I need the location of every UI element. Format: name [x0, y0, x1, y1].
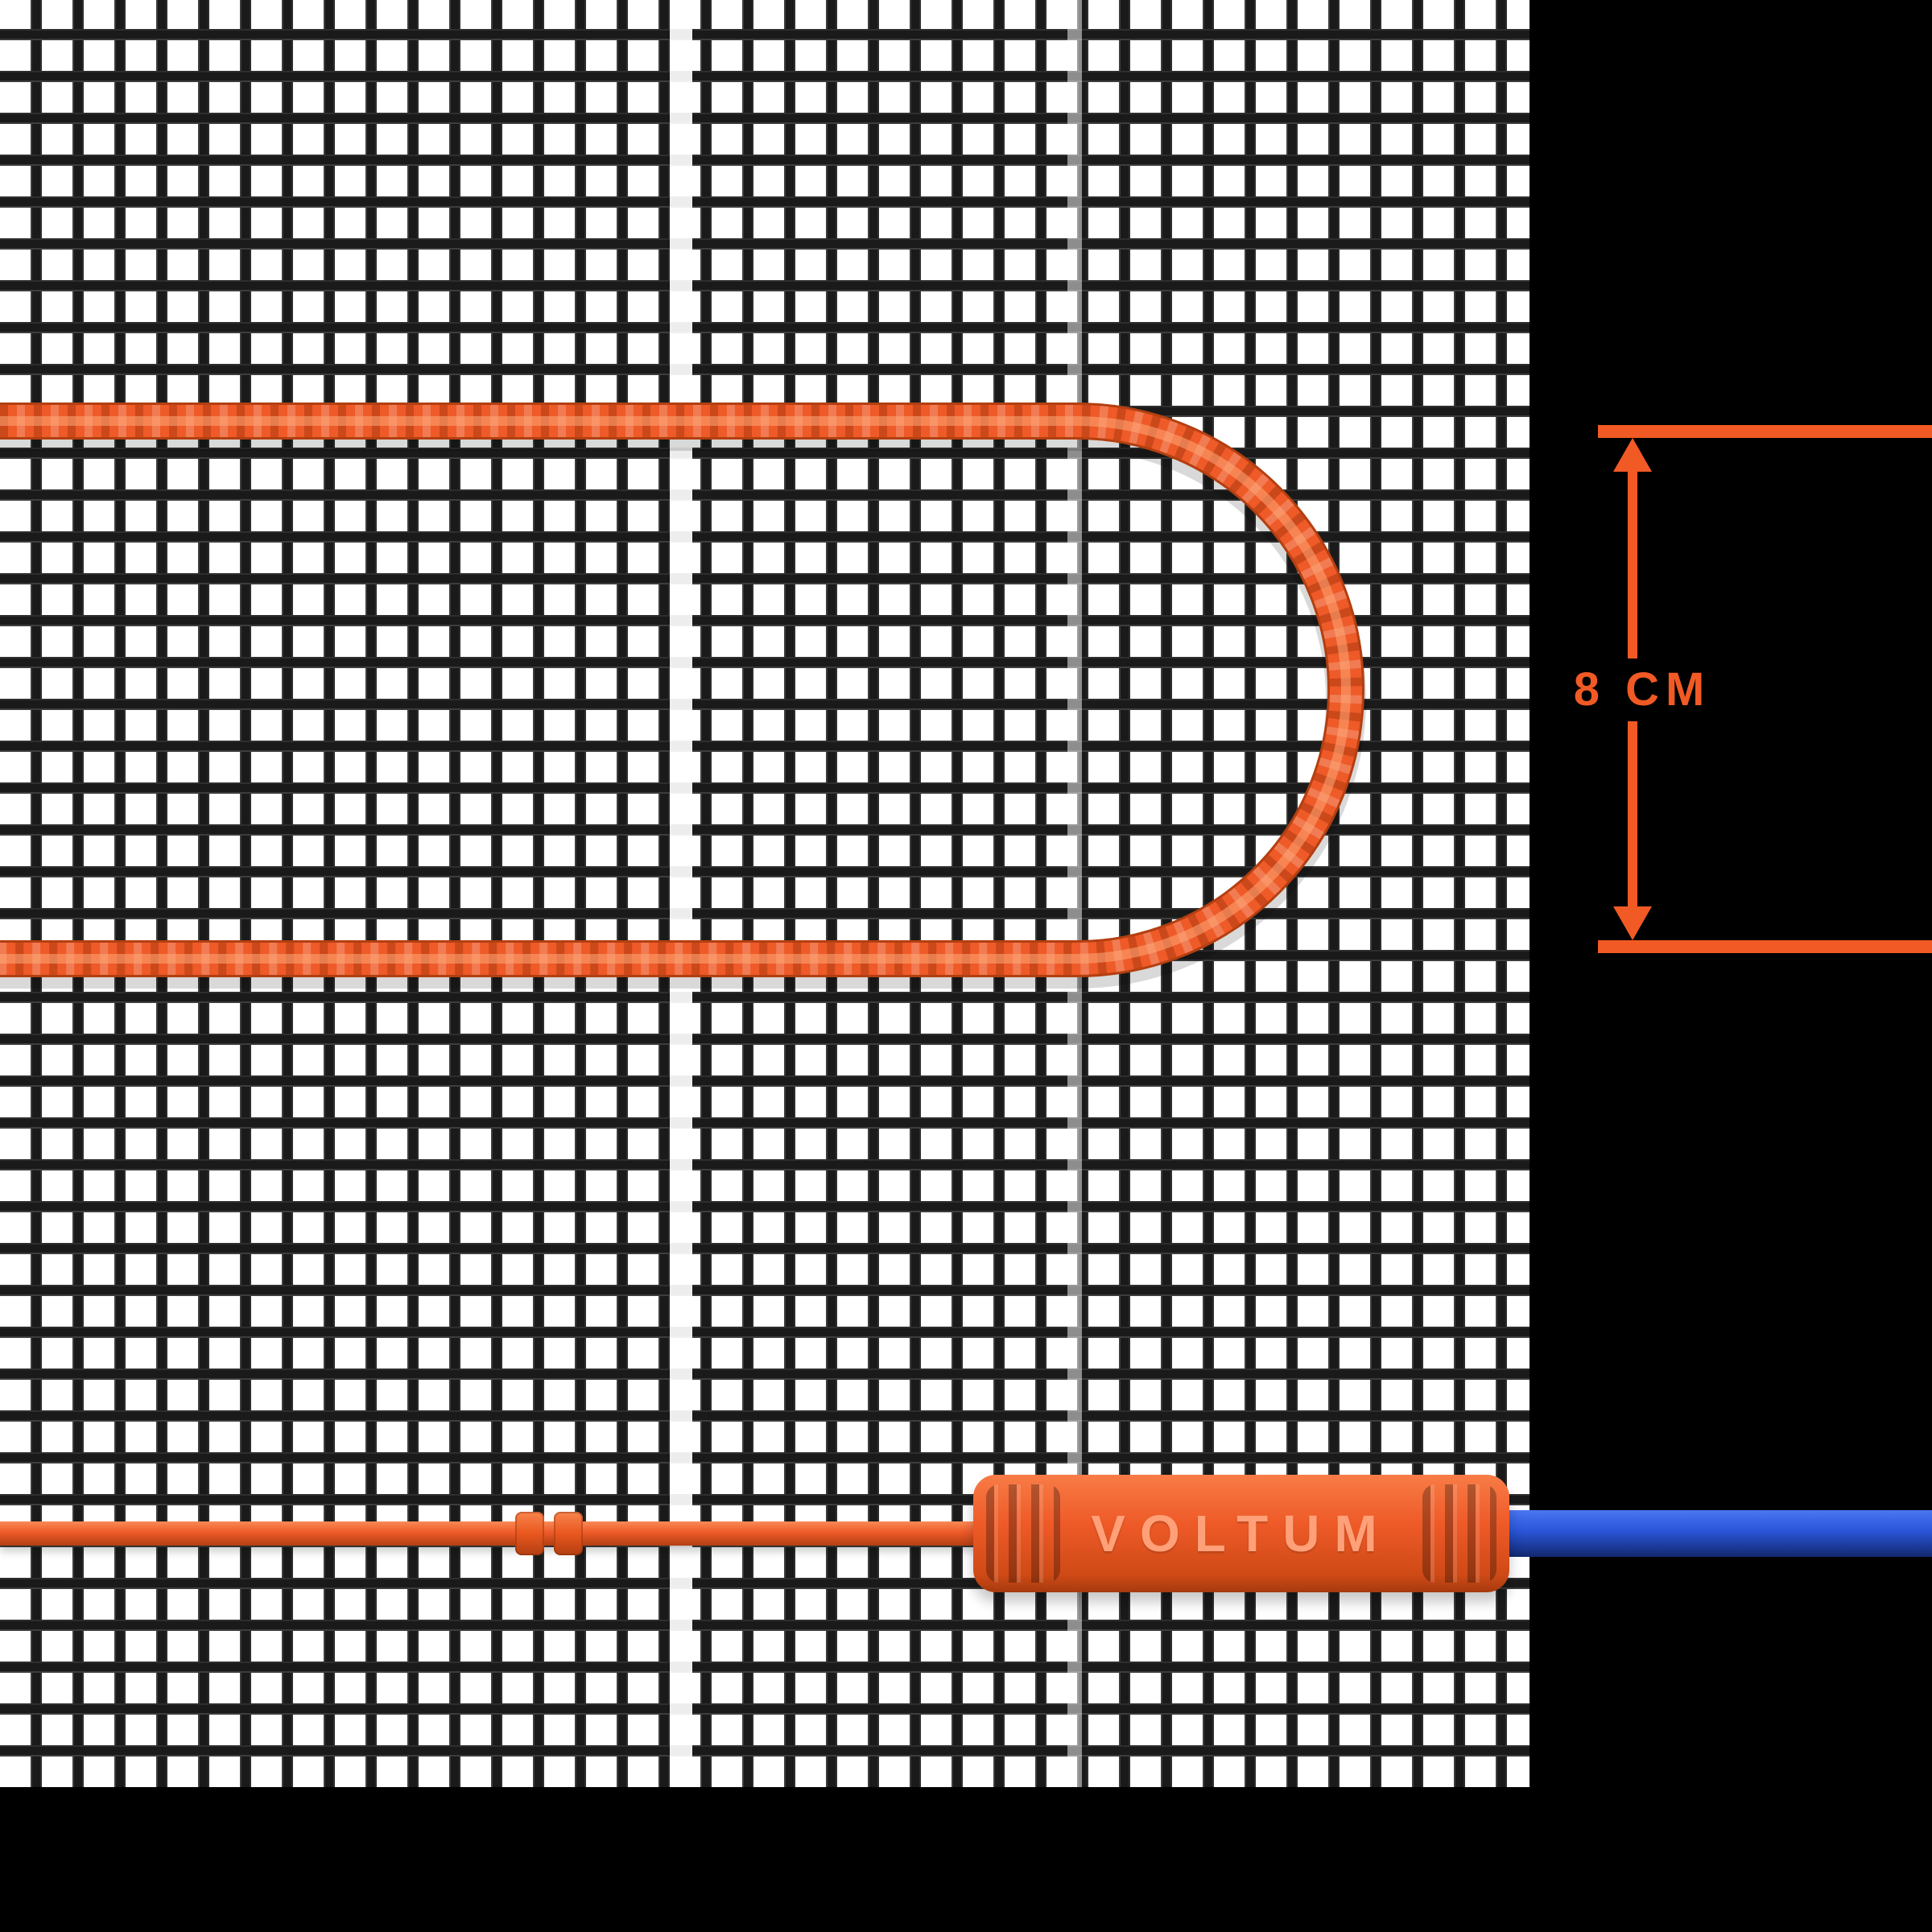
brand-label: VOLTUM [1091, 1505, 1392, 1563]
connector-rib [1422, 1484, 1496, 1583]
clip-tab [554, 1512, 583, 1555]
power-connector-sleeve: VOLTUM [973, 1475, 1509, 1592]
cold-lead-cable [1489, 1510, 1932, 1557]
heating-cable-lead [0, 1521, 1014, 1546]
clip-tab [515, 1512, 544, 1555]
mesh-highlight-streak [1067, 0, 1082, 1787]
cable-splice-clip [515, 1512, 583, 1555]
arrow-up-icon [1613, 438, 1652, 472]
arrow-down-icon [1613, 906, 1652, 940]
dimension-top-tick [1598, 425, 1932, 438]
mesh-highlight-streak [670, 0, 692, 1787]
right-background-panel [1530, 0, 1932, 1932]
spacing-label: 8 CM [1534, 658, 1751, 721]
connector-rib [986, 1484, 1060, 1583]
bottom-background-panel [0, 1787, 1932, 1932]
dimension-bottom-tick [1598, 940, 1932, 953]
